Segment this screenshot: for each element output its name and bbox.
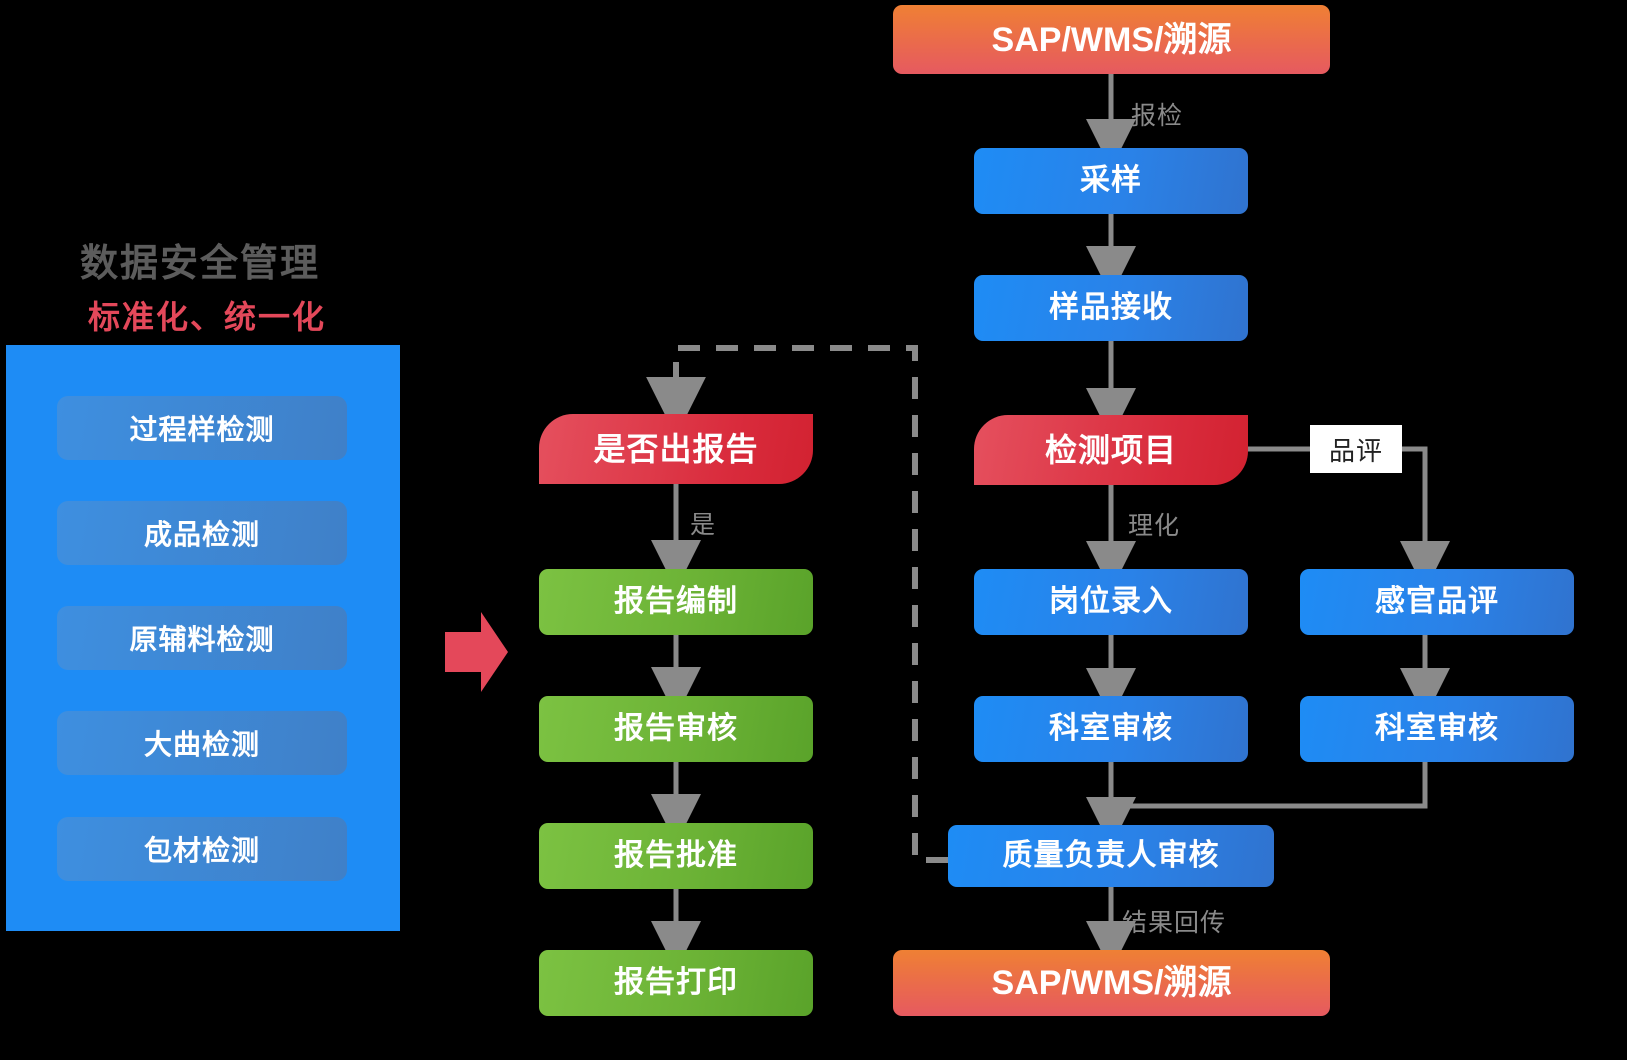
node-sink-sap-wms[interactable]: SAP/WMS/溯源 xyxy=(893,950,1330,1016)
node-report-decision[interactable]: 是否出报告 xyxy=(539,414,813,484)
edge-label-yes: 是 xyxy=(690,511,717,539)
node-dept-review-left[interactable]: 科室审核 xyxy=(974,696,1248,762)
edge-tasting-to-sensory xyxy=(1400,446,1450,592)
edge-quality-to-decision-dashed xyxy=(646,345,948,863)
node-report-print[interactable]: 报告打印 xyxy=(539,950,813,1016)
node-report-approve[interactable]: 报告批准 xyxy=(539,823,813,889)
panel-item-packaging[interactable]: 包材检测 xyxy=(57,817,347,881)
panel-subtitle: 标准化、统一化 xyxy=(88,299,327,335)
node-report-review[interactable]: 报告审核 xyxy=(539,696,813,762)
panel-item-process-sample[interactable]: 过程样检测 xyxy=(57,396,347,460)
node-sensory-tasting[interactable]: 感官品评 xyxy=(1300,569,1574,635)
tag-tasting[interactable]: 品评 xyxy=(1310,425,1402,473)
node-quality-manager-review[interactable]: 质量负责人审核 xyxy=(948,825,1274,887)
edge-label-inspection-request: 报检 xyxy=(1131,102,1184,130)
edge-deptright-merge xyxy=(1111,762,1428,809)
node-report-compile[interactable]: 报告编制 xyxy=(539,569,813,635)
panel-item-raw-material[interactable]: 原辅料检测 xyxy=(57,606,347,670)
red-flow-arrow xyxy=(445,612,508,692)
panel-item-daqu[interactable]: 大曲检测 xyxy=(57,711,347,775)
node-test-items[interactable]: 检测项目 xyxy=(974,415,1248,485)
node-sample-receive[interactable]: 样品接收 xyxy=(974,275,1248,341)
panel-title: 数据安全管理 xyxy=(80,243,321,285)
node-sampling[interactable]: 采样 xyxy=(974,148,1248,214)
node-dept-review-right[interactable]: 科室审核 xyxy=(1300,696,1574,762)
panel-item-finished-product[interactable]: 成品检测 xyxy=(57,501,347,565)
edge-label-physchem: 理化 xyxy=(1128,512,1181,540)
node-station-entry[interactable]: 岗位录入 xyxy=(974,569,1248,635)
node-source-sap-wms[interactable]: SAP/WMS/溯源 xyxy=(893,5,1330,74)
edge-label-result-return: 结果回传 xyxy=(1122,909,1227,937)
